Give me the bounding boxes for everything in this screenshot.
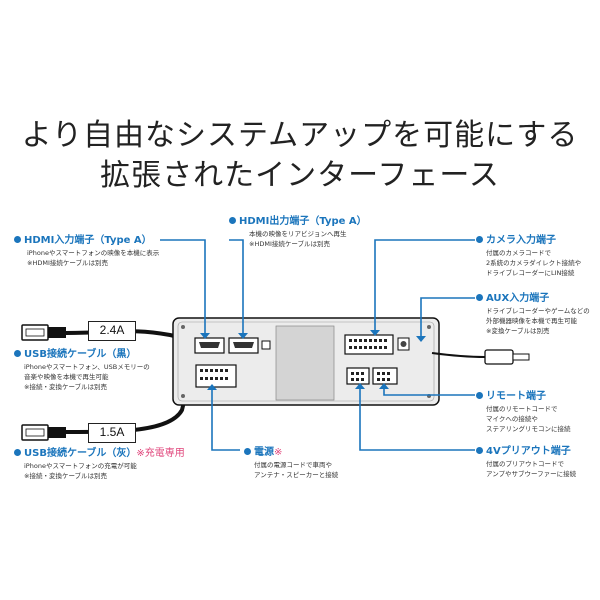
callout-preout-desc-1: 付属のプリアウトコードで: [486, 460, 564, 468]
callout-aux-title: AUX入力端子: [486, 293, 550, 304]
bullet-icon: [229, 217, 236, 224]
callout-usb-gray-desc-1: iPhoneやスマートフォンの充電が可能: [24, 462, 137, 470]
bullet-icon: [14, 449, 21, 456]
power-connector: [195, 364, 237, 388]
bullet-icon: [476, 392, 483, 399]
callout-camera-desc-2: 2系統のカメラダイレクト接続や: [486, 259, 582, 267]
hdmi-out-port: [228, 337, 259, 354]
remote-connector: [346, 367, 370, 385]
callout-camera-title: カメラ入力端子: [486, 235, 556, 246]
aux-jack: [397, 337, 410, 351]
callout-hdmi-out-desc-2: ※HDMI接続ケーブルは別売: [249, 240, 330, 248]
callout-aux-desc-2: 外部機器映像を本機で再生可能: [486, 317, 577, 325]
amp-gray-label: 1.5A: [88, 423, 136, 443]
callout-hdmi-in-desc-2: ※HDMI接続ケーブルは別売: [27, 259, 108, 267]
callout-usb-gray-desc-2: ※接続・変換ケーブルは別売: [24, 472, 108, 480]
bullet-icon: [476, 236, 483, 243]
camera-connector: [344, 334, 394, 355]
callout-hdmi-out: HDMI出力端子（Type A） 本機の映像をリアビジョンへ再生 ※HDMI接続…: [229, 215, 367, 249]
aux-cable: [431, 352, 486, 358]
callout-preout: 4Vプリアウト端子 付属のプリアウトコードで アンプやサブウーファーに接続: [476, 445, 576, 479]
bullet-icon: [14, 236, 21, 243]
callout-usb-black-desc-3: ※接続・変換ケーブルは別売: [24, 383, 108, 391]
preout-connector: [372, 367, 398, 385]
callout-power-desc-1: 付属の電源コードで車両や: [254, 461, 332, 469]
bullet-icon: [476, 294, 483, 301]
callout-power: 電源※ 付属の電源コードで車両や アンテナ・スピーカーと接続: [244, 446, 338, 480]
callout-remote-desc-1: 付属のリモートコードで: [486, 405, 558, 413]
callout-usb-gray: USB接続ケーブル（灰）※充電専用 iPhoneやスマートフォンの充電が可能 ※…: [14, 447, 185, 481]
callout-usb-black-desc-2: 音楽や映像を本機で再生可能: [24, 373, 109, 381]
amp-black-label: 2.4A: [88, 321, 136, 341]
callout-usb-black: USB接続ケーブル（黒） iPhoneやスマートフォン、USBメモリーの 音楽や…: [14, 348, 150, 392]
callout-hdmi-in-desc-1: iPhoneやスマートフォンの映像を本機に表示: [27, 249, 160, 257]
callout-camera: カメラ入力端子 付属のカメラコードで 2系統のカメラダイレクト接続や ドライブレ…: [476, 234, 581, 278]
callout-aux-desc-1: ドライブレコーダーやゲームなどの: [486, 307, 590, 315]
callout-camera-desc-3: ドライブレコーダーにLIN接続: [486, 269, 575, 277]
callout-power-desc-2: アンテナ・スピーカーと接続: [254, 471, 339, 479]
callout-preout-desc-2: アンプやサブウーファーに接続: [486, 470, 577, 478]
callout-usb-black-title: USB接続ケーブル（黒）: [24, 349, 137, 360]
bullet-icon: [476, 447, 483, 454]
callout-preout-title: 4Vプリアウト端子: [486, 446, 571, 457]
callout-remote: リモート端子 付属のリモートコードで マイクへの接続や ステアリングリモコンに接…: [476, 390, 571, 434]
unit-center-plate: [275, 325, 335, 401]
callout-hdmi-in: HDMI入力端子（Type A） iPhoneやスマートフォンの映像を本機に表示…: [14, 234, 159, 268]
aux-plug: [484, 349, 514, 365]
callout-usb-gray-title: USB接続ケーブル（灰）: [24, 448, 137, 459]
bullet-icon: [14, 350, 21, 357]
callout-power-note: ※: [274, 447, 283, 458]
callout-hdmi-in-title: HDMI入力端子（Type A）: [24, 235, 152, 246]
callout-remote-desc-3: ステアリングリモコンに接続: [486, 425, 571, 433]
callout-aux: AUX入力端子 ドライブレコーダーやゲームなどの 外部機器映像を本機で再生可能 …: [476, 292, 590, 336]
headline-line-1: より自由なシステムアップを可能にする: [21, 118, 579, 153]
callout-remote-desc-2: マイクへの接続や: [486, 415, 538, 423]
callout-power-title: 電源: [254, 447, 274, 458]
callout-aux-desc-3: ※変換ケーブルは別売: [486, 327, 550, 335]
headline-line-2: 拡張されたインターフェース: [100, 158, 500, 193]
callout-hdmi-out-title: HDMI出力端子（Type A）: [239, 216, 367, 227]
hdmi-in-port: [194, 337, 225, 354]
callout-hdmi-out-desc-1: 本機の映像をリアビジョンへ再生: [249, 230, 347, 238]
callout-remote-title: リモート端子: [486, 391, 546, 402]
callout-camera-desc-1: 付属のカメラコードで: [486, 249, 551, 257]
bullet-icon: [244, 448, 251, 455]
callout-usb-gray-note: ※充電専用: [136, 448, 185, 459]
callout-usb-black-desc-1: iPhoneやスマートフォン、USBメモリーの: [24, 363, 150, 371]
